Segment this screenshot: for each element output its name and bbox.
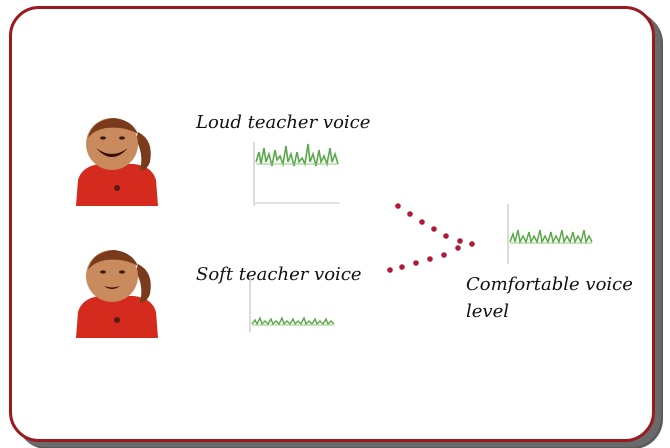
loud-waveform	[253, 142, 340, 206]
child-laughing-icon	[76, 118, 158, 206]
comfortable-voice-label: Comfortable voice level	[466, 271, 633, 325]
soft-waveform	[249, 278, 335, 332]
converging-dots-icon	[387, 203, 475, 273]
slide-frame	[9, 6, 655, 442]
child-smiling-icon	[76, 250, 158, 338]
comfortable-waveform	[507, 204, 593, 264]
comfortable-voice-label-line2: level	[466, 301, 509, 322]
soft-voice-label: Soft teacher voice	[196, 264, 362, 285]
comfortable-voice-label-line1: Comfortable voice	[466, 274, 633, 295]
loud-voice-label: Loud teacher voice	[196, 112, 371, 133]
